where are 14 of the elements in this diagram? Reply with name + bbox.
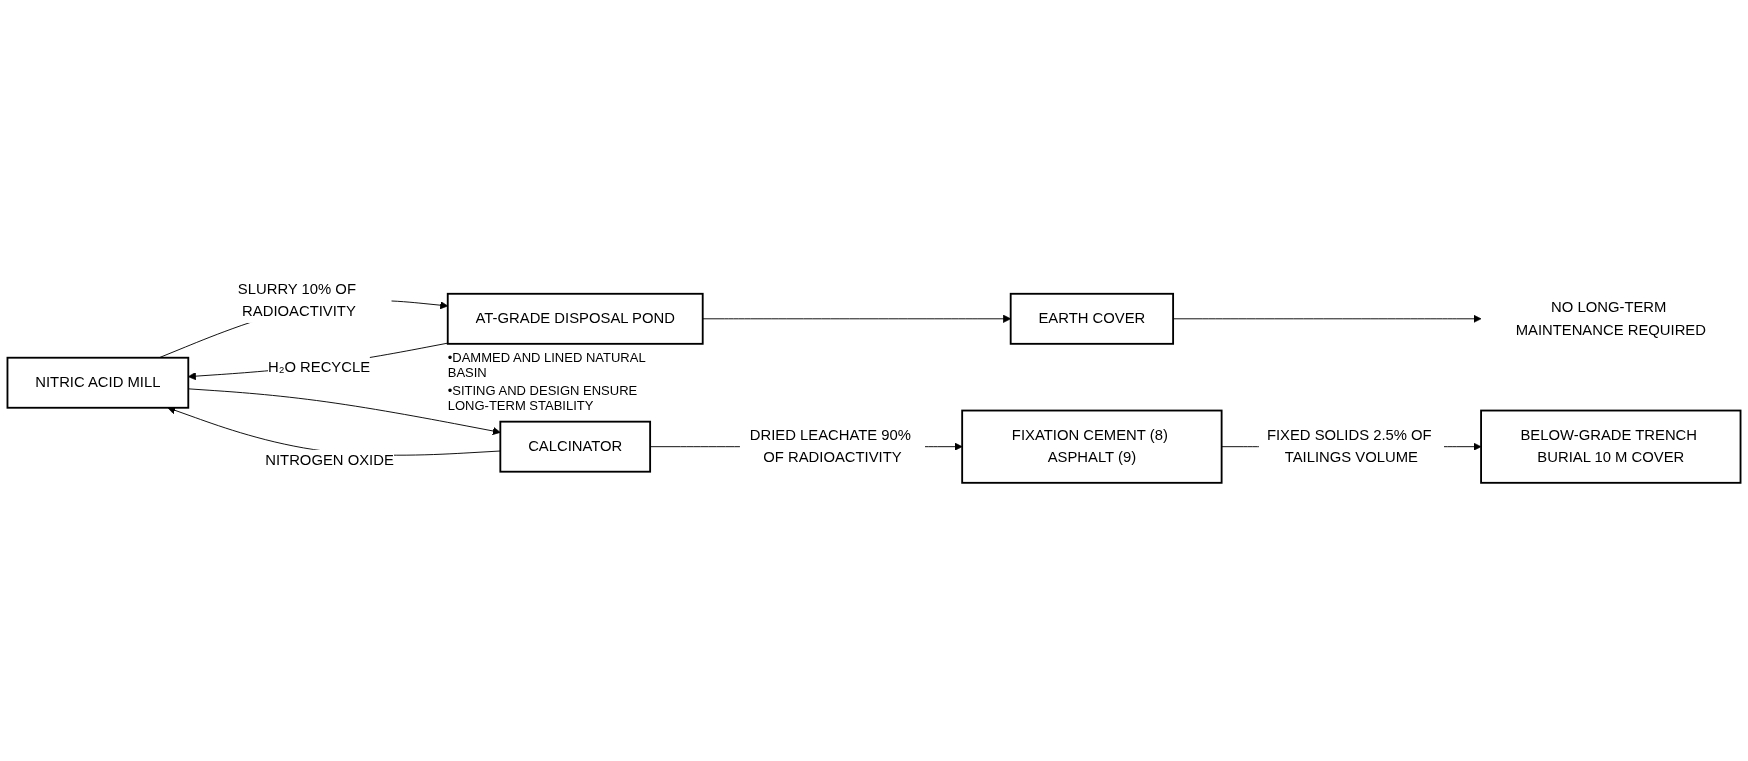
node-box: FIXATION CEMENT (8) ASPHALT (9) bbox=[961, 409, 1223, 484]
node-box: CALCINATOR bbox=[499, 420, 652, 473]
note-text: •DAMMED AND LINED NATURAL BASIN bbox=[447, 349, 647, 380]
node-text: NO LONG-TERM MAINTENANCE REQUIRED bbox=[1515, 299, 1706, 338]
edge-label: H₂O RECYCLE bbox=[267, 359, 371, 376]
node-box: EARTH COVER bbox=[1009, 292, 1175, 345]
note-text: •SITING AND DESIGN ENSURE LONG-TERM STABILITY bbox=[447, 382, 639, 413]
edge-label: SLURRY 10% OF RADIOACTIVITY bbox=[237, 281, 356, 320]
node-box: BELOW-GRADE TRENCH BURIAL 10 M COVER bbox=[1480, 409, 1742, 484]
node-box: AT-GRADE DISPOSAL POND bbox=[446, 292, 704, 345]
edge-label: NITROGEN OXIDE bbox=[265, 452, 394, 469]
edge-label: FIXED SOLIDS 2.5% OF TAILINGS VOLUME bbox=[1266, 427, 1432, 466]
edge-label: DRIED LEACHATE 90% OF RADIOACTIVITY bbox=[749, 427, 911, 466]
node-box: NITRIC ACID MILL bbox=[6, 356, 190, 409]
